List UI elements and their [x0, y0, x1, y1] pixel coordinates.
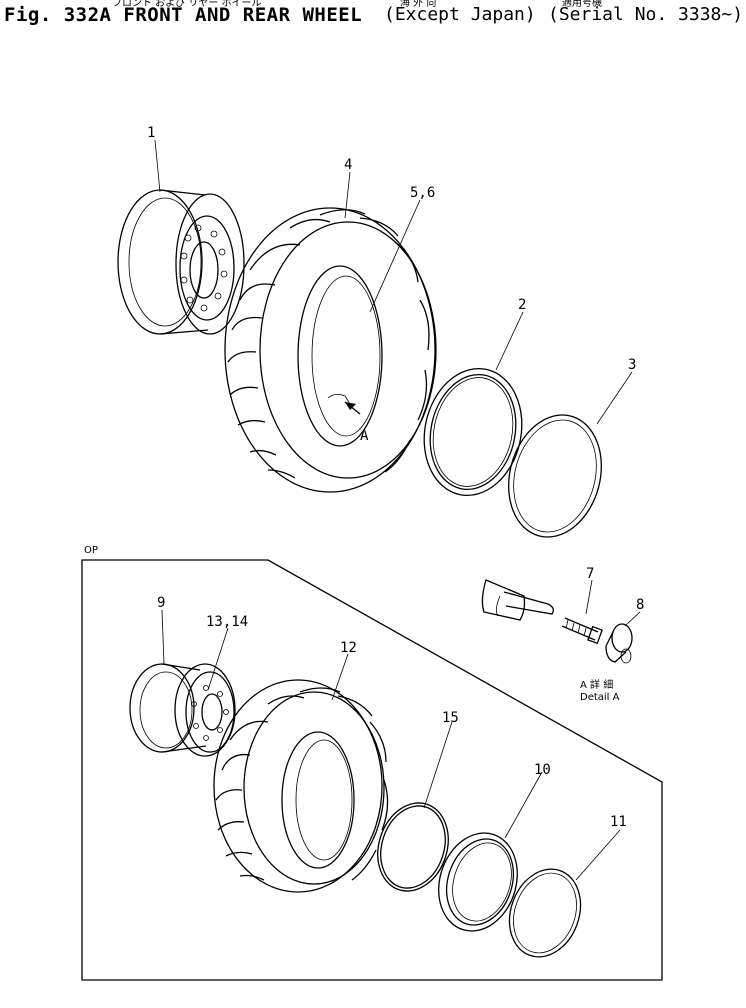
lock-ring-part-11: [508, 868, 582, 958]
detail-a-japanese: A 詳 細: [580, 678, 613, 691]
callout-7: 7: [586, 566, 594, 582]
rim-part-9: [129, 663, 236, 757]
callout-3: 3: [628, 357, 636, 373]
valve-core-part-7: [561, 617, 603, 645]
callout-13-14: 13,14: [206, 614, 248, 630]
ring-part-10: [438, 832, 518, 932]
serial-note: (Serial No. 3338~): [548, 4, 744, 25]
callout-4: 4: [344, 157, 352, 173]
valve-cap-part-8: [605, 623, 633, 664]
tyre-part-4: [224, 207, 437, 493]
region-note: (Except Japan): [384, 4, 536, 25]
lock-ring-part-3: [508, 414, 602, 538]
option-leader-lines: [161, 609, 621, 881]
callout-1: 1: [147, 125, 155, 141]
callout-10: 10: [534, 762, 551, 778]
tyre-part-12: [213, 679, 389, 893]
callout-12: 12: [340, 640, 357, 656]
valve-stem-detail: [481, 579, 554, 621]
upper-leader-lines: [154, 139, 633, 425]
japanese-caption: フロント および リヤー ホイール: [112, 0, 262, 9]
option-frame: [81, 559, 663, 981]
callout-11: 11: [610, 814, 627, 830]
callout-5-6: 5,6: [410, 185, 435, 201]
serial-japanese: 適用号機: [562, 0, 602, 9]
detail-a-arrow: A: [344, 401, 369, 444]
region-japanese: 海 外 向: [400, 0, 437, 9]
callout-8: 8: [636, 597, 644, 613]
option-label: OP: [84, 545, 98, 556]
ring-part-2: [423, 367, 523, 497]
callout-2: 2: [518, 297, 526, 313]
detail-a-label: Detail A: [580, 692, 620, 703]
svg-text:A: A: [360, 428, 369, 444]
figure-title: Fig. 332A FRONT AND REAR WHEEL: [4, 4, 363, 26]
rim-part-1: [117, 189, 245, 335]
callout-15: 15: [442, 710, 459, 726]
callout-9: 9: [157, 595, 165, 611]
o-ring-part-15: [377, 802, 449, 892]
